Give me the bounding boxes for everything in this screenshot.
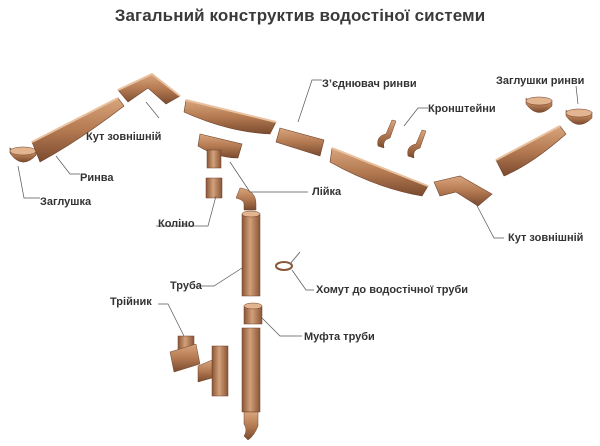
- pipe-clamp: [275, 251, 301, 271]
- label-liika: Лійка: [312, 186, 342, 198]
- label-zahlushka: Заглушка: [40, 196, 92, 208]
- leader-kronshteiny: [403, 107, 428, 127]
- downpipe-lower: [241, 327, 261, 441]
- page-title: Загальний конструктив водостіної системи: [114, 6, 486, 25]
- gutter-end-cap-left: [9, 146, 37, 163]
- downpipe-upper: [241, 210, 261, 297]
- pipe-tee: [169, 335, 229, 397]
- pipe-coupling: [243, 302, 263, 325]
- downpipe-elbow: [205, 177, 257, 211]
- gutter-left: [31, 97, 125, 163]
- leader-liika: [229, 161, 308, 193]
- leader-truba: [196, 267, 243, 287]
- label-ryvna: Ринва: [80, 172, 114, 184]
- leader-triinyk: [158, 303, 185, 337]
- label-mufta: Муфта труби: [304, 331, 375, 343]
- gutter-brackets: [377, 119, 427, 159]
- gutter-right-long: [329, 147, 429, 197]
- label-khomut: Хомут до водостічної труби: [316, 284, 469, 296]
- label-kut-zovnishnii-1: Кут зовнішній: [86, 131, 162, 143]
- label-kut-zovnishnii-2: Кут зовнішній: [508, 232, 584, 244]
- leader-zyednuvach: [297, 79, 322, 123]
- label-kolino: Коліно: [158, 218, 195, 230]
- gutter-middle: [183, 99, 277, 135]
- leader-kut-zovnishnii-1: [145, 101, 160, 119]
- label-triinyk: Трійник: [110, 296, 152, 308]
- leader-mufta: [261, 317, 302, 337]
- label-zyednuvach: З’єднювач ринви: [322, 78, 417, 90]
- leader-kolino: [156, 195, 217, 227]
- leader-kut-zovnishnii-2: [473, 199, 504, 239]
- leader-zahlushky-ryvni: [575, 85, 579, 105]
- leader-lines: [17, 79, 579, 337]
- gutter-joint: [275, 127, 325, 157]
- downpipe-funnel: [197, 133, 243, 169]
- gutter-end-caps-right: [525, 96, 593, 125]
- label-truba: Труба: [170, 280, 202, 292]
- leader-zahlushka: [17, 165, 40, 199]
- gutter-far-right: [495, 125, 567, 177]
- label-zahlushky-ryvni: Заглушки ринви: [496, 75, 585, 87]
- leader-khomut: [291, 269, 314, 291]
- outer-corner-right: [433, 175, 493, 207]
- label-kronshteiny: Кронштейни: [428, 103, 496, 115]
- outer-corner-top: [117, 72, 181, 105]
- leader-ryvna: [55, 155, 80, 175]
